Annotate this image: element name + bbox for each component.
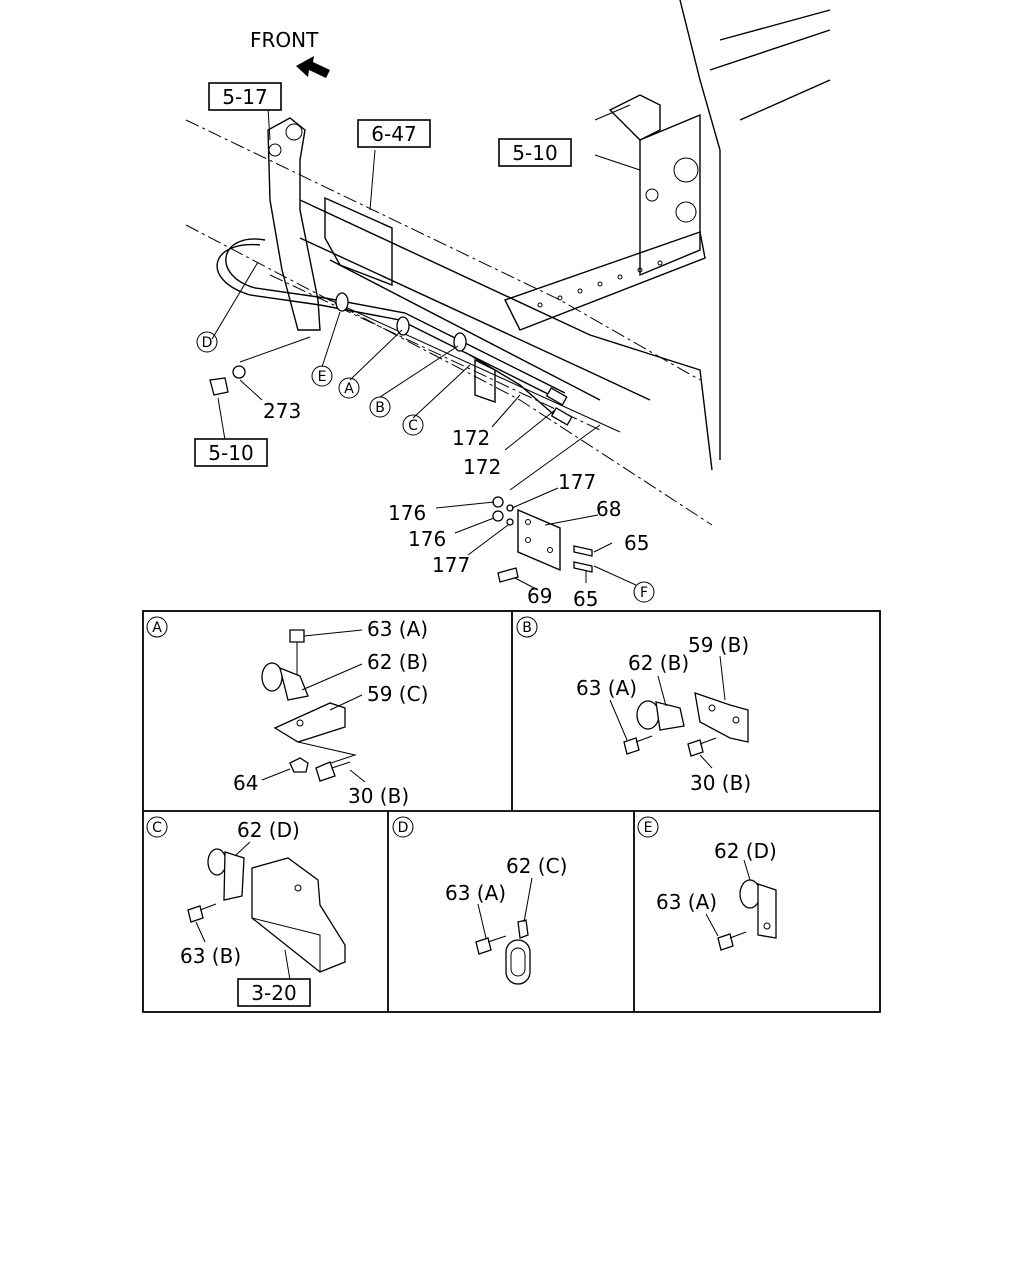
detail-a-label-30b: 30 (B) bbox=[348, 784, 409, 808]
svg-text:F: F bbox=[640, 585, 648, 601]
svg-text:6-47: 6-47 bbox=[371, 122, 416, 146]
detail-a-label-63a: 63 (A) bbox=[367, 617, 428, 641]
callout-f: F bbox=[633, 581, 655, 603]
svg-text:5-17: 5-17 bbox=[222, 85, 267, 109]
label-172-upper: 172 bbox=[452, 426, 490, 450]
ladder-holes bbox=[537, 260, 663, 308]
ref-5-10-top: 5-10 bbox=[498, 138, 572, 167]
label-172-lower: 172 bbox=[463, 455, 501, 479]
detail-b-label-63a: 63 (A) bbox=[576, 676, 637, 700]
main-view: FRONT bbox=[185, 0, 831, 611]
svg-text:E: E bbox=[318, 369, 327, 385]
detail-c-label-63b: 63 (B) bbox=[180, 944, 241, 968]
detail-b-label-62b: 62 (B) bbox=[628, 651, 689, 675]
label-176-upper: 176 bbox=[388, 501, 426, 525]
detail-c: C 62 (D) 63 (B) 3-20 bbox=[146, 816, 346, 1007]
callout-e: E bbox=[311, 365, 333, 387]
detail-d-label-63a: 63 (A) bbox=[445, 881, 506, 905]
detail-a-letter: A bbox=[152, 620, 162, 636]
detail-b-label-59b: 59 (B) bbox=[688, 633, 749, 657]
label-177-lower: 177 bbox=[432, 553, 470, 577]
svg-text:5-10: 5-10 bbox=[208, 441, 253, 465]
detail-c-label-62d: 62 (D) bbox=[237, 818, 300, 842]
detail-d-letter: D bbox=[398, 820, 409, 836]
svg-text:5-10: 5-10 bbox=[512, 141, 557, 165]
detail-e: E 62 (D) 63 (A) bbox=[637, 816, 777, 951]
label-177-upper: 177 bbox=[558, 470, 596, 494]
ref-5-10-bottom: 5-10 bbox=[194, 438, 268, 467]
callout-c: C bbox=[402, 414, 424, 436]
label-176-lower: 176 bbox=[408, 527, 446, 551]
callout-d: D bbox=[196, 331, 218, 353]
detail-d-label-62c: 62 (C) bbox=[506, 854, 567, 878]
front-label: FRONT bbox=[250, 28, 319, 52]
detail-a: A 63 (A) 62 (B) 59 (C) 64 30 (B) bbox=[146, 616, 428, 808]
detail-a-label-62b: 62 (B) bbox=[367, 650, 428, 674]
label-65-lower: 65 bbox=[573, 587, 598, 611]
detail-b-label-30b: 30 (B) bbox=[690, 771, 751, 795]
callout-a: A bbox=[338, 377, 360, 399]
label-68: 68 bbox=[596, 497, 621, 521]
front-arrow-icon bbox=[296, 56, 330, 78]
ref-6-47: 6-47 bbox=[357, 119, 431, 148]
detail-d: D 62 (C) 63 (A) bbox=[392, 816, 567, 985]
detail-a-label-64: 64 bbox=[233, 771, 258, 795]
callout-b: B bbox=[369, 396, 391, 418]
detail-a-label-59c: 59 (C) bbox=[367, 682, 428, 706]
svg-text:A: A bbox=[344, 381, 354, 397]
detail-e-label-63a: 63 (A) bbox=[656, 890, 717, 914]
svg-text:B: B bbox=[375, 400, 385, 416]
detail-c-letter: C bbox=[152, 820, 162, 836]
ref-5-17: 5-17 bbox=[208, 82, 282, 111]
detail-c-ref-3-20: 3-20 bbox=[251, 981, 296, 1005]
detail-e-letter: E bbox=[644, 820, 653, 836]
svg-text:D: D bbox=[202, 335, 213, 351]
detail-b: B 59 (B) 62 (B) 63 (A) 30 (B) bbox=[516, 616, 751, 795]
svg-text:C: C bbox=[408, 418, 418, 434]
label-273: 273 bbox=[263, 399, 301, 423]
detail-b-letter: B bbox=[522, 620, 532, 636]
label-69: 69 bbox=[527, 584, 552, 608]
detail-e-label-62d: 62 (D) bbox=[714, 839, 777, 863]
detail-frame bbox=[142, 610, 881, 1013]
label-65-upper: 65 bbox=[624, 531, 649, 555]
